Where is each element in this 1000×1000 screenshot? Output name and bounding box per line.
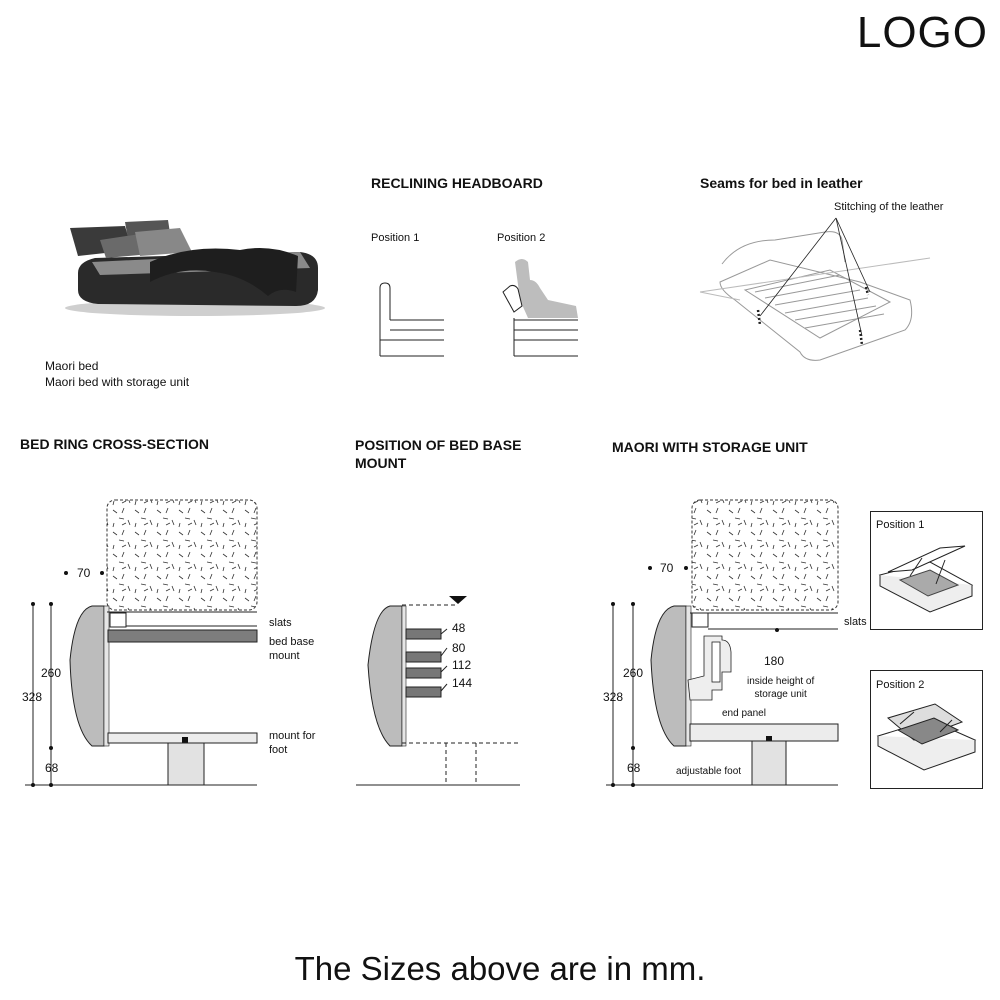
end-panel-label: end panel xyxy=(722,708,766,719)
leather-seams-title: Seams for bed in leather xyxy=(700,175,863,191)
mount-position-80: 80 xyxy=(452,641,466,655)
dimension-68: 68 xyxy=(45,761,59,775)
dimension-70: 70 xyxy=(77,566,91,580)
bed-ring-cross-section xyxy=(25,499,258,787)
bed-base-mount-title-line-2: MOUNT xyxy=(355,455,407,471)
storage-position-2-frame xyxy=(870,670,983,789)
bed-caption: Maori bed Maori bed with storage unit xyxy=(45,358,189,390)
bed-base-mount-label-line-2: mount xyxy=(269,650,300,662)
storage-position-1-frame xyxy=(870,511,983,630)
storage-dimension-68: 68 xyxy=(627,761,641,775)
bed-ring-cross-section-title: BED RING CROSS-SECTION xyxy=(20,436,210,452)
bed-base-mount-title-line-1: POSITION OF BED BASE xyxy=(355,437,522,453)
bed-base-mount-title: POSITION OF BED BASE MOUNT xyxy=(355,436,521,472)
storage-position-2-drawing xyxy=(876,703,977,771)
adjustable-foot-label: adjustable foot xyxy=(676,766,742,777)
headboard-position-1-drawing xyxy=(379,282,444,357)
bed-base-mount-label-line-1: bed base xyxy=(269,636,315,648)
units-footnote: The Sizes above are in mm. xyxy=(294,950,706,987)
mount-for-foot-label: mount for foot xyxy=(269,729,315,757)
mount-for-foot-label-line-1: mount for xyxy=(269,730,316,742)
storage-position-2-label: Position 2 xyxy=(876,679,925,691)
storage-slats-label: slats xyxy=(844,616,867,628)
storage-dimension-70: 70 xyxy=(660,561,674,575)
inside-height-label-line-1: inside height of xyxy=(747,676,815,687)
headboard-position-2-drawing xyxy=(502,259,578,357)
leather-bed-seams-drawing xyxy=(699,231,931,361)
dimension-328: 328 xyxy=(22,690,43,704)
headboard-position-2-label: Position 2 xyxy=(497,232,546,244)
bed-photo xyxy=(65,220,325,316)
dimension-260: 260 xyxy=(41,666,62,680)
stitching-pointer-lines xyxy=(759,217,871,337)
storage-dimension-260: 260 xyxy=(623,666,644,680)
bed-base-mount-label: bed base mount xyxy=(269,635,314,663)
logo: LOGO xyxy=(856,8,988,57)
bed-caption-line-2: Maori bed with storage unit xyxy=(45,375,190,389)
mount-position-144: 144 xyxy=(452,676,473,690)
storage-position-1-label: Position 1 xyxy=(876,519,925,531)
inside-height-label-line-2: storage unit xyxy=(754,689,807,700)
slats-label: slats xyxy=(269,617,292,629)
stitching-marks xyxy=(756,286,870,346)
storage-dimension-180: 180 xyxy=(764,654,785,668)
inside-height-label: inside height of storage unit xyxy=(747,675,814,701)
bed-caption-line-1: Maori bed xyxy=(45,359,99,373)
mount-for-foot-label-line-2: foot xyxy=(269,744,288,756)
storage-unit-cross-section xyxy=(606,499,839,787)
headboard-position-1-label: Position 1 xyxy=(371,232,420,244)
storage-dimension-328: 328 xyxy=(603,690,624,704)
reclining-headboard-title: RECLINING HEADBOARD xyxy=(371,175,543,191)
mount-position-112: 112 xyxy=(452,658,472,672)
bed-base-mount-positions xyxy=(356,596,520,786)
stitching-label: Stitching of the leather xyxy=(834,201,944,213)
storage-position-1-drawing xyxy=(878,545,974,613)
storage-unit-title: MAORI WITH STORAGE UNIT xyxy=(612,439,808,455)
mount-position-48: 48 xyxy=(452,621,466,635)
